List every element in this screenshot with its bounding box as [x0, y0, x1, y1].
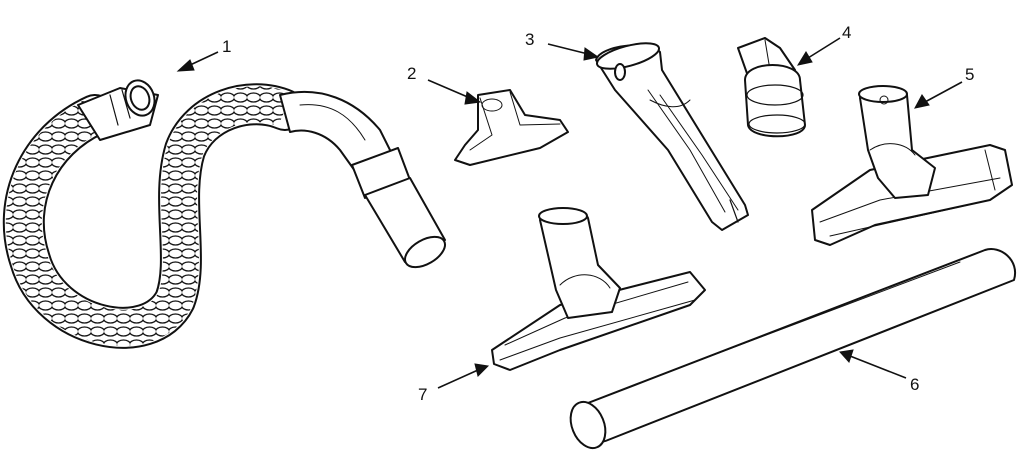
callout-leader-1 [176, 51, 219, 72]
part-2-upholstery-nozzle [454, 89, 569, 166]
callout-leader-7 [437, 363, 490, 389]
callout-2: 2 [407, 64, 416, 83]
callout-6: 6 [910, 375, 919, 394]
callout-7: 7 [418, 385, 427, 404]
part-3-crevice-tool [595, 42, 749, 231]
callout-leader-3 [547, 43, 600, 61]
part-6-extension-wand [569, 248, 1017, 450]
callout-leader-2 [427, 79, 482, 105]
callout-leader-4 [796, 37, 841, 66]
callout-leader-6 [839, 349, 907, 379]
callout-leader-5 [914, 81, 963, 109]
part-7-floor-nozzle [491, 207, 706, 371]
callout-1: 1 [222, 37, 231, 56]
part-1-hose [2, 79, 446, 349]
callout-5: 5 [965, 65, 974, 84]
callout-4: 4 [842, 23, 851, 42]
hose-handle [279, 90, 396, 179]
part-4-brush-adapter [737, 37, 806, 138]
part-5-floor-brush [811, 85, 1013, 246]
callout-3: 3 [525, 30, 534, 49]
